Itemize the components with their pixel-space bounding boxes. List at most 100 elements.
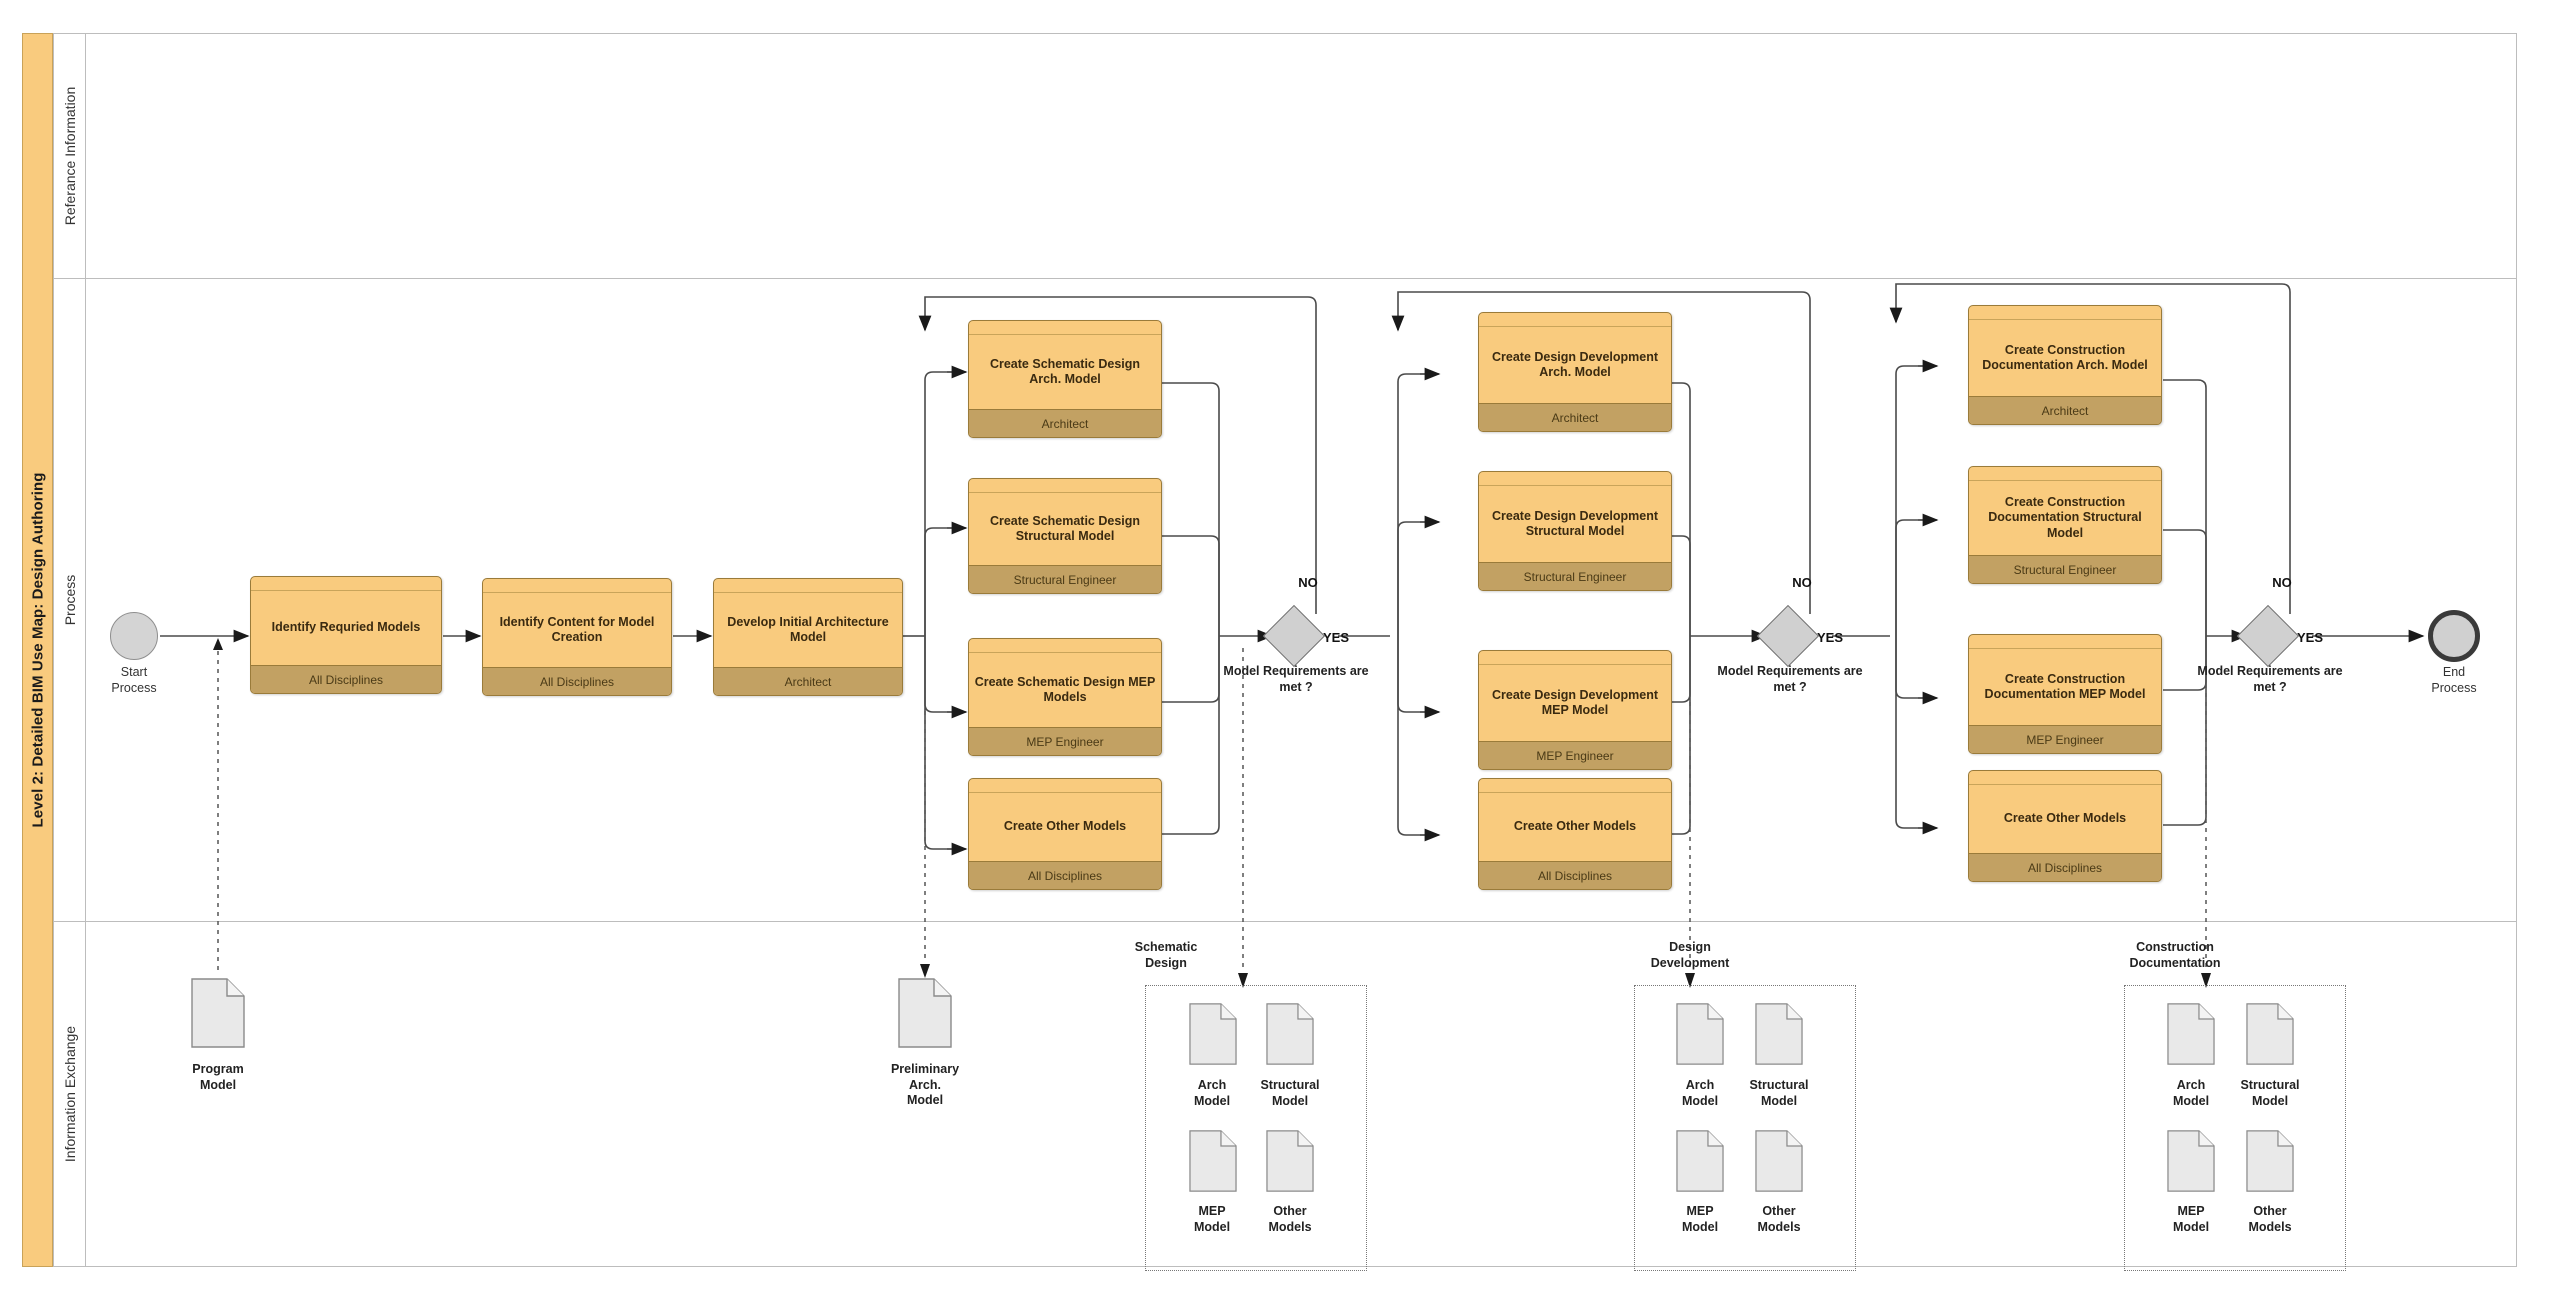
data-object-cd-other-models[interactable]: [2246, 1130, 2294, 1192]
dd-arch-model-label: Arch Model: [1644, 1078, 1756, 1109]
task-title: Develop Initial Architecture Model: [727, 614, 889, 644]
task-cap: [714, 579, 902, 593]
label-line1: Other: [1273, 1204, 1307, 1218]
task-title: Create Schematic Design Arch. Model: [989, 356, 1141, 386]
task-role: All Disciplines: [969, 861, 1161, 889]
cd-arch-model-label: Arch Model: [2135, 1078, 2247, 1109]
task-role: Structural Engineer: [1479, 562, 1671, 590]
label-line1: MEP: [2177, 1204, 2205, 1218]
gateway-2-question: Model Requirements are met ?: [1717, 664, 1863, 694]
label-line2: Model: [2172, 1219, 2210, 1234]
task-cd-structural[interactable]: Create Construction Documentation Struct…: [1968, 466, 2162, 584]
data-object-sd-structural-model[interactable]: [1266, 1003, 1314, 1065]
group-title-line2: Documentation: [2129, 955, 2221, 970]
task-cap: [1969, 771, 2161, 785]
label-line1: Structural: [1260, 1078, 1320, 1092]
sd-mep-model-label: MEP Model: [1156, 1204, 1268, 1235]
task-role: All Disciplines: [483, 667, 671, 695]
task-sd-mep[interactable]: Create Schematic Design MEP Models MEP E…: [968, 638, 1162, 756]
gateway-3-question: Model Requirements are met ?: [2197, 664, 2343, 694]
label-line3: Model: [906, 1093, 944, 1108]
task-develop-initial-architecture[interactable]: Develop Initial Architecture Model Archi…: [713, 578, 903, 696]
task-identify-required-models[interactable]: Identify Requried Models All Disciplines: [250, 576, 442, 694]
data-object-program-model[interactable]: [191, 978, 245, 1048]
label-line2: Arch.: [909, 1077, 941, 1092]
end-event-label-line1: End: [2442, 665, 2466, 679]
dd-mep-model-label: MEP Model: [1644, 1204, 1756, 1235]
label-line2: Model: [1760, 1093, 1798, 1108]
task-cap: [969, 321, 1161, 335]
start-event[interactable]: [110, 612, 158, 660]
data-object-dd-structural-model[interactable]: [1755, 1003, 1803, 1065]
label-line1: Arch: [2176, 1078, 2206, 1092]
label-line2: Model: [2251, 1093, 2289, 1108]
task-cap: [1969, 306, 2161, 320]
gateway-1-no-label: NO: [1298, 575, 1318, 590]
task-title: Create Schematic Design MEP Models: [974, 674, 1156, 704]
sd-other-models-label: Other Models: [1234, 1204, 1346, 1235]
gateway-2-no-label: NO: [1792, 575, 1812, 590]
task-role: MEP Engineer: [969, 727, 1161, 755]
label-line2: Models: [1757, 1219, 1801, 1234]
lane-header-exchange: Information Exchange: [54, 921, 86, 1266]
task-role: Structural Engineer: [969, 565, 1161, 593]
dd-other-models-label: Other Models: [1723, 1204, 1835, 1235]
task-cap: [1969, 635, 2161, 649]
task-cap: [1479, 472, 1671, 486]
data-object-sd-arch-model[interactable]: [1189, 1003, 1237, 1065]
data-object-cd-structural-model[interactable]: [2246, 1003, 2294, 1065]
task-title: Create Other Models: [1003, 819, 1127, 834]
task-dd-structural[interactable]: Create Design Development Structural Mod…: [1478, 471, 1672, 591]
task-role: All Disciplines: [251, 665, 441, 693]
task-title: Create Design Development MEP Model: [1491, 687, 1659, 717]
data-object-dd-other-models[interactable]: [1755, 1130, 1803, 1192]
lane-divider-1: [54, 278, 2516, 279]
label-line2: Model: [1193, 1093, 1231, 1108]
sd-structural-model-label: Structural Model: [1234, 1078, 1346, 1109]
data-object-dd-arch-model[interactable]: [1676, 1003, 1724, 1065]
group-title-line1: Construction: [2136, 940, 2214, 954]
end-event[interactable]: [2428, 610, 2480, 662]
task-cd-other[interactable]: Create Other Models All Disciplines: [1968, 770, 2162, 882]
data-object-preliminary-arch-model[interactable]: [898, 978, 952, 1048]
task-sd-structural[interactable]: Create Schematic Design Structural Model…: [968, 478, 1162, 594]
task-dd-arch[interactable]: Create Design Development Arch. Model Ar…: [1478, 312, 1672, 432]
preliminary-arch-model-label: Preliminary Arch. Model: [867, 1062, 983, 1109]
exchange-group-title-schematic-design: Schematic Design: [1088, 940, 1244, 971]
task-cd-mep[interactable]: Create Construction Documentation MEP Mo…: [1968, 634, 2162, 754]
task-dd-other[interactable]: Create Other Models All Disciplines: [1478, 778, 1672, 890]
label-line2: Model: [1681, 1219, 1719, 1234]
task-identify-content[interactable]: Identify Content for Model Creation All …: [482, 578, 672, 696]
data-object-cd-mep-model[interactable]: [2167, 1130, 2215, 1192]
data-object-sd-mep-model[interactable]: [1189, 1130, 1237, 1192]
task-role: Structural Engineer: [1969, 555, 2161, 583]
cd-mep-model-label: MEP Model: [2135, 1204, 2247, 1235]
lane-header-reference: Referance Information: [54, 34, 86, 278]
task-title: Create Construction Documentation MEP Mo…: [1984, 671, 2146, 701]
group-title-line1: Design: [1669, 940, 1711, 954]
exchange-group-title-design-development: Design Development: [1612, 940, 1768, 971]
data-object-dd-mep-model[interactable]: [1676, 1130, 1724, 1192]
end-event-label: End Process: [2396, 665, 2512, 696]
exchange-group-title-construction-documentation: Construction Documentation: [2080, 940, 2270, 971]
label-line1: Structural: [1749, 1078, 1809, 1092]
data-object-sd-other-models[interactable]: [1266, 1130, 1314, 1192]
task-title: Identify Requried Models: [271, 620, 421, 635]
task-title: Create Other Models: [2003, 811, 2127, 826]
task-cap: [251, 577, 441, 591]
task-dd-mep[interactable]: Create Design Development MEP Model MEP …: [1478, 650, 1672, 770]
task-sd-arch[interactable]: Create Schematic Design Arch. Model Arch…: [968, 320, 1162, 438]
task-cap: [969, 639, 1161, 653]
task-role: Architect: [969, 409, 1161, 437]
task-cd-arch[interactable]: Create Construction Documentation Arch. …: [1968, 305, 2162, 425]
label-line1: MEP: [1198, 1204, 1226, 1218]
group-title-line2: Design: [1145, 955, 1187, 970]
label-line1: Other: [1762, 1204, 1796, 1218]
task-role: MEP Engineer: [1479, 741, 1671, 769]
data-object-cd-arch-model[interactable]: [2167, 1003, 2215, 1065]
gateway-1-question: Model Requirements are met ?: [1223, 664, 1369, 694]
lane-header-process: Process: [54, 278, 86, 921]
task-sd-other[interactable]: Create Other Models All Disciplines: [968, 778, 1162, 890]
task-title: Create Construction Documentation Struct…: [1988, 495, 2142, 540]
